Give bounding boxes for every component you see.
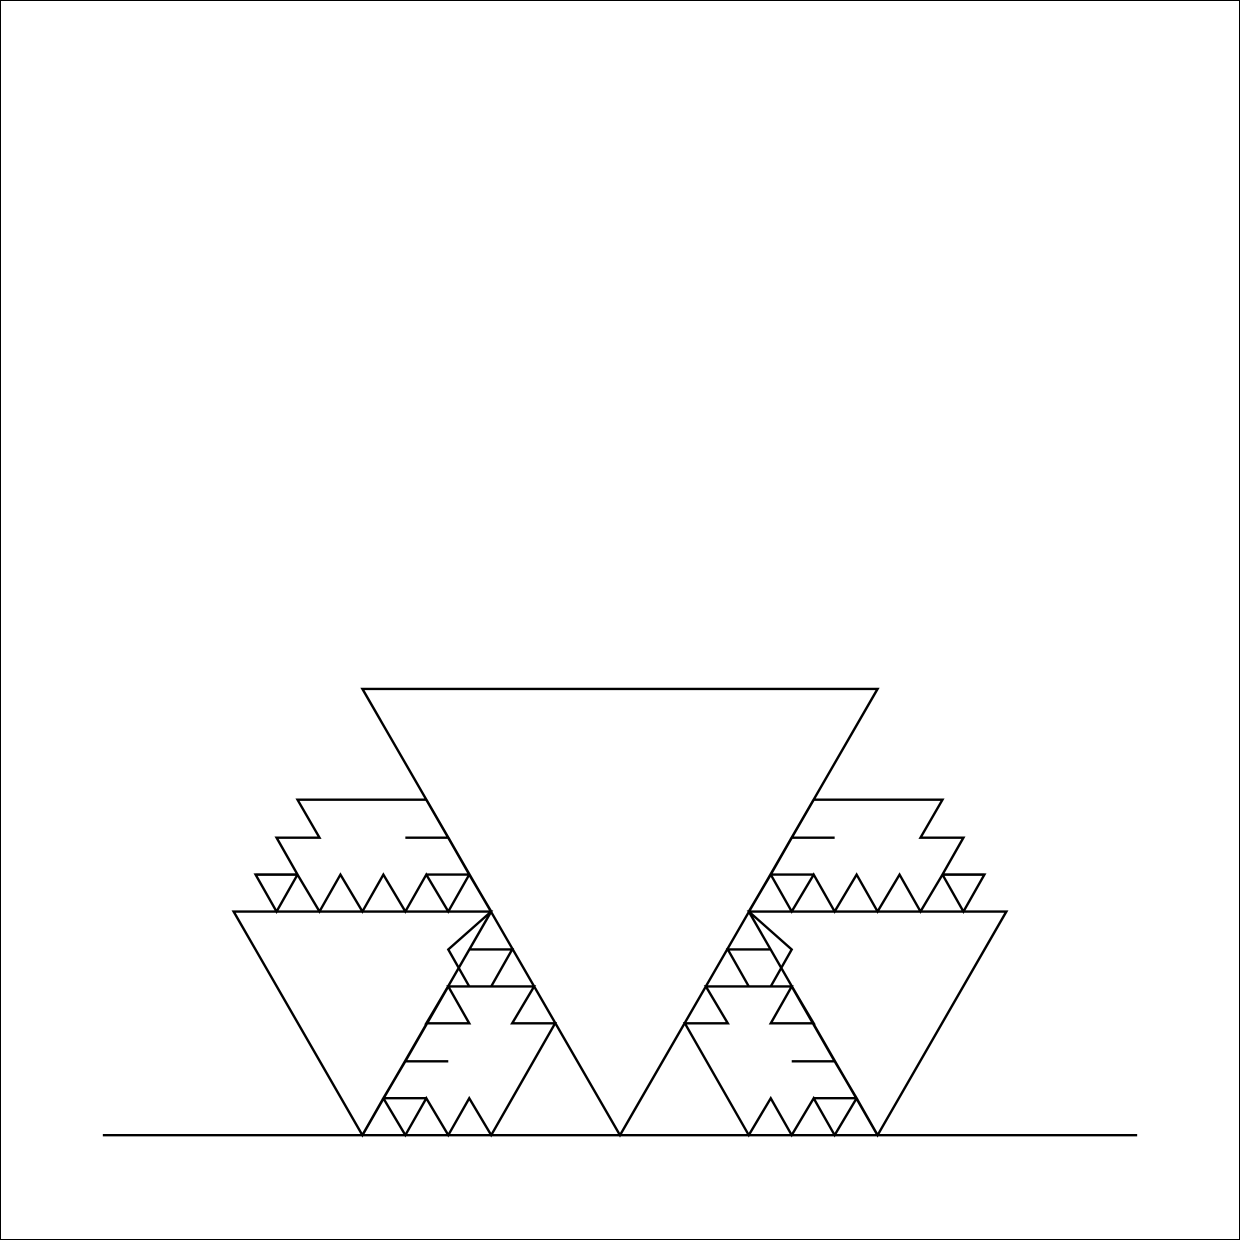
left-upper-lobe	[253, 798, 493, 914]
left-lower-detail-b	[446, 910, 493, 987]
right-lower-lobe	[682, 985, 879, 1138]
left-upper-detail-a	[405, 799, 451, 839]
right-upper-detail-b	[768, 837, 814, 876]
right-upper-detail-a	[789, 799, 835, 839]
left-lower-detail-a	[469, 948, 515, 987]
right-lower-detail-a	[725, 948, 771, 987]
left-lower-lobe	[361, 985, 558, 1138]
right-lower-detail-b	[747, 910, 794, 987]
right-upper-lobe	[747, 798, 987, 914]
fractal-strokes	[102, 687, 1138, 1138]
left-upper-detail-b	[426, 837, 472, 876]
